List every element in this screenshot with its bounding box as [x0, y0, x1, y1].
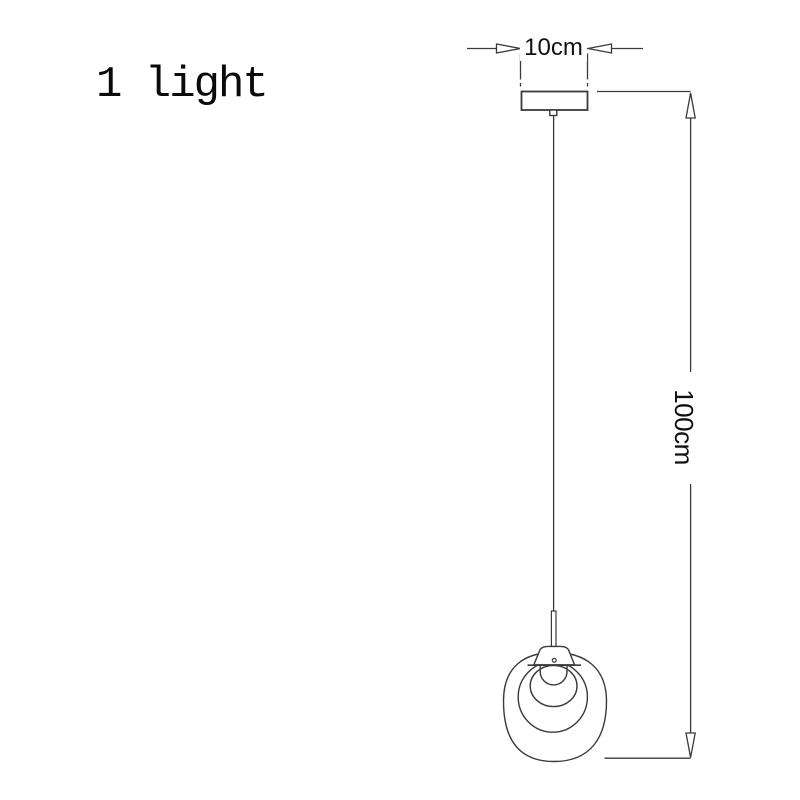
height-dimension-label: 100cm — [669, 372, 699, 482]
lamp-shade — [502, 610, 608, 763]
height-dimension — [597, 90, 696, 759]
canopy-cord-grip — [549, 109, 558, 117]
outer-glass-shade — [502, 651, 608, 763]
width-dimension — [467, 43, 643, 87]
lamp-holder-cap — [532, 645, 576, 666]
product-variant-title: 1 light — [96, 60, 269, 110]
width-arrowhead-right-icon — [587, 43, 613, 54]
lamp-stem — [550, 610, 557, 648]
width-arrowhead-left-icon — [495, 43, 521, 54]
height-arrowhead-up-icon — [685, 92, 696, 119]
width-dimension-label: 10cm — [520, 35, 587, 61]
height-arrowhead-down-icon — [685, 732, 696, 758]
canopy-plate — [520, 90, 589, 111]
inner-glass-shade — [529, 664, 578, 708]
bulb — [539, 665, 568, 686]
ceiling-canopy — [520, 90, 589, 117]
middle-glass-shade — [517, 661, 589, 733]
cap-screw-dot — [551, 657, 557, 663]
